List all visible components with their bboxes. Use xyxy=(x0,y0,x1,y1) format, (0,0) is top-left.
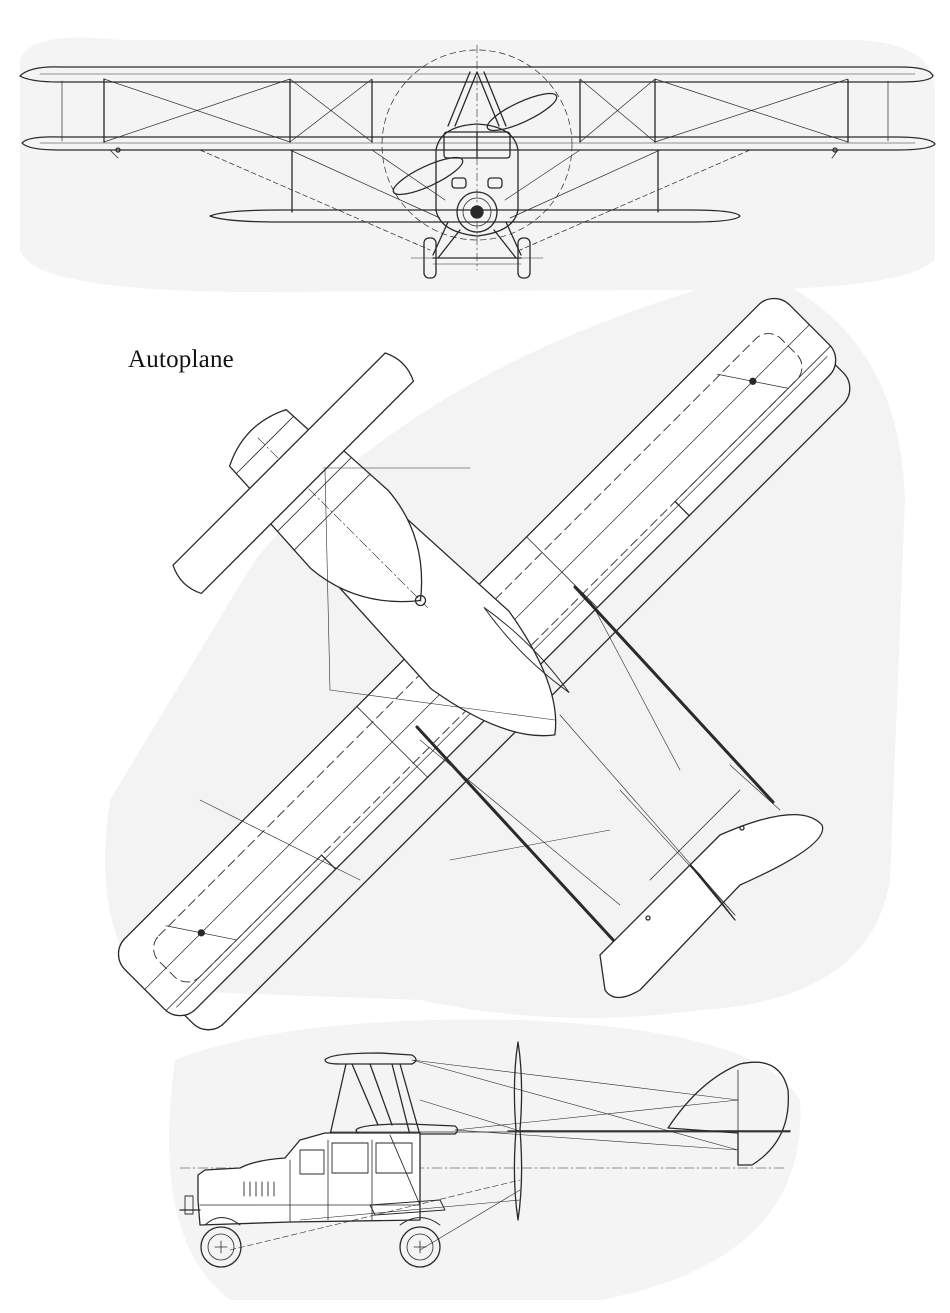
side-propeller xyxy=(514,1042,521,1220)
front-upper-wing xyxy=(20,67,933,82)
front-fuselage xyxy=(436,124,518,236)
front-tailplane xyxy=(210,210,740,222)
front-radiator xyxy=(457,192,497,232)
top-tailplane xyxy=(600,815,823,998)
top-forward-plane xyxy=(169,349,416,596)
side-front-wheel xyxy=(201,1227,241,1267)
front-lower-wing xyxy=(22,137,935,150)
front-propeller-blade xyxy=(483,87,560,137)
side-rigging-wires xyxy=(230,1060,738,1250)
drawing-title: Autoplane xyxy=(128,346,234,373)
side-window xyxy=(332,1143,368,1173)
top-bracing-wires xyxy=(200,468,780,915)
side-tail-fin xyxy=(668,1062,788,1165)
front-propeller-disc xyxy=(382,50,572,240)
side-window xyxy=(300,1150,324,1174)
front-interplane-struts xyxy=(62,79,888,212)
side-wing-struts xyxy=(330,1064,420,1135)
top-propeller xyxy=(481,604,573,696)
side-window xyxy=(376,1143,412,1173)
side-rear-wheel xyxy=(400,1227,440,1267)
front-propeller-blade xyxy=(389,151,466,201)
side-car-body xyxy=(198,1133,420,1225)
front-bracing-wires xyxy=(104,79,848,250)
side-upper-wing xyxy=(325,1053,416,1064)
side-hood-louvres xyxy=(244,1182,274,1196)
front-cabane-struts xyxy=(448,72,506,126)
